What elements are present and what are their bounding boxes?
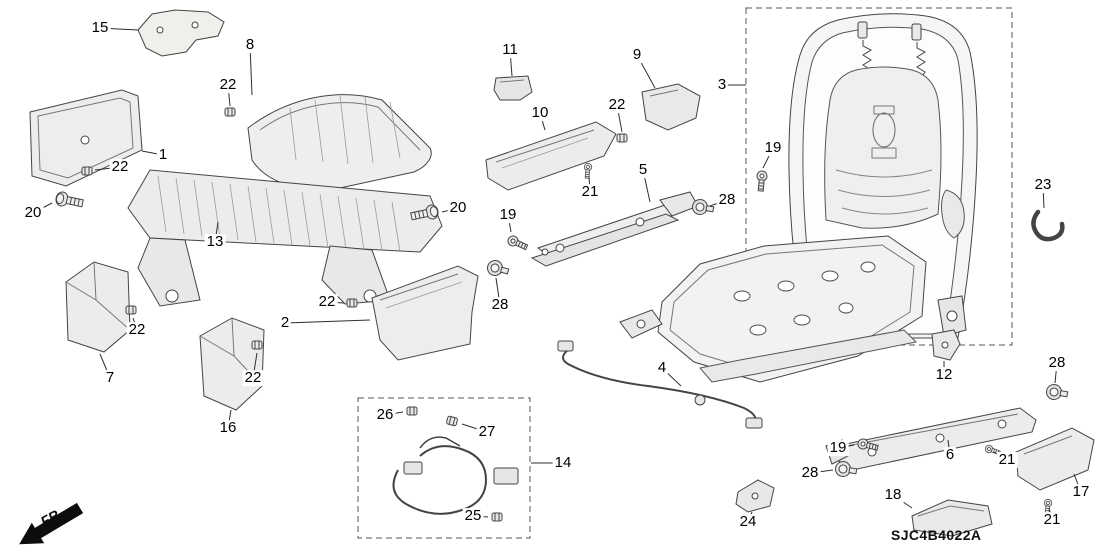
part-22-clip-drawing bbox=[224, 107, 236, 117]
part-23-hook-drawing bbox=[1031, 209, 1065, 242]
part-18-pad-drawing bbox=[911, 499, 993, 537]
part-19-screw-drawing bbox=[755, 170, 768, 192]
part-12-bracket-drawing bbox=[931, 329, 961, 361]
part-5-seat-rail-drawing bbox=[530, 191, 699, 267]
part-6-seat-rail-drawing bbox=[825, 407, 1037, 471]
part-22-clip-drawing bbox=[81, 166, 93, 176]
part-10-rail-cover-drawing bbox=[485, 121, 617, 191]
part-28-knob-drawing bbox=[690, 197, 716, 218]
part-16-cover-drawing bbox=[199, 317, 265, 411]
part-28-knob-drawing bbox=[485, 258, 511, 280]
part-2-outer-cover-drawing bbox=[371, 265, 479, 361]
part-21-screw-drawing bbox=[1042, 498, 1053, 515]
part-21-screw-drawing bbox=[582, 162, 593, 179]
front-arrow-icon bbox=[19, 502, 84, 545]
part-22-clip-drawing bbox=[346, 298, 358, 308]
part-4-wire-harness-drawing bbox=[557, 340, 763, 429]
part-22-clip-drawing bbox=[616, 133, 628, 143]
part-24-bracket-drawing bbox=[735, 479, 775, 513]
part-11-cap-drawing bbox=[493, 75, 533, 101]
part-22-clip-drawing bbox=[251, 340, 263, 350]
part-20-bolt-drawing bbox=[54, 190, 85, 211]
part-15-bracket-drawing bbox=[137, 9, 225, 57]
part-25-clip-drawing bbox=[491, 512, 503, 522]
part-13-cushion-frame-drawing bbox=[127, 169, 443, 307]
part-14-wire-harness-drawing bbox=[392, 436, 519, 515]
part-19-screw-drawing bbox=[505, 233, 530, 253]
part-7-cover-drawing bbox=[65, 261, 131, 353]
seat-cushion-pan-drawing bbox=[619, 235, 927, 383]
part-14-detail-boundary bbox=[357, 397, 531, 539]
front-direction-indicator: FR. bbox=[19, 502, 84, 545]
part-22-clip-drawing bbox=[125, 305, 137, 315]
part-17-cover-drawing bbox=[1015, 427, 1095, 491]
part-28-knob-drawing bbox=[1044, 382, 1070, 403]
part-26-clip-drawing bbox=[406, 406, 418, 416]
part-27-clip-drawing bbox=[445, 415, 459, 427]
diagram-code: SJC4B4022A bbox=[891, 527, 982, 543]
part-9-cover-drawing bbox=[641, 83, 701, 131]
part-8-rear-cover-drawing bbox=[247, 94, 432, 191]
